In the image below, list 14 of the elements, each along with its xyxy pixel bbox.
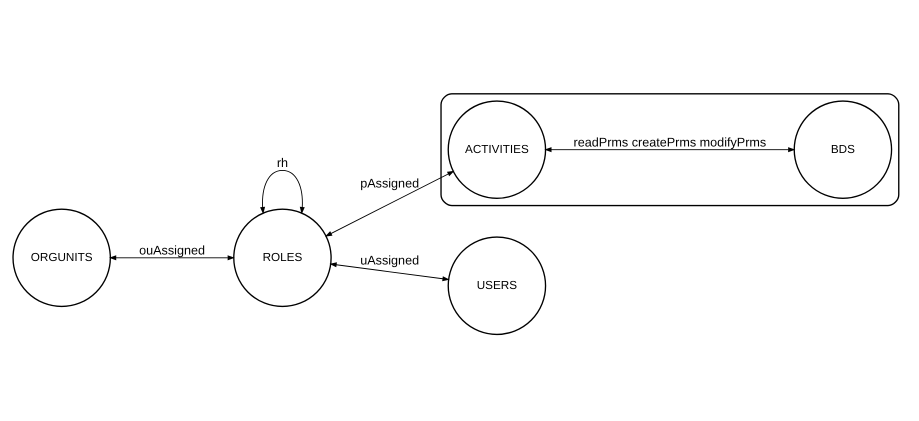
node-circle: BDS [794, 100, 892, 200]
arrow [329, 262, 450, 282]
edge-label: ouAssigned [139, 243, 206, 258]
edge-label: uAssigned [360, 253, 420, 268]
edge-label: pAssigned [360, 176, 420, 191]
node-circle: USERS [448, 236, 546, 336]
arrow [324, 170, 454, 237]
edge-label: rh [276, 156, 288, 170]
arrow [544, 147, 796, 152]
cluster [440, 93, 900, 206]
arrow [260, 170, 305, 214]
edge-label: readPrms createPrms modifyPrms [574, 135, 766, 150]
node-circle: ORGUNITS [12, 208, 112, 308]
arrow [109, 255, 235, 260]
